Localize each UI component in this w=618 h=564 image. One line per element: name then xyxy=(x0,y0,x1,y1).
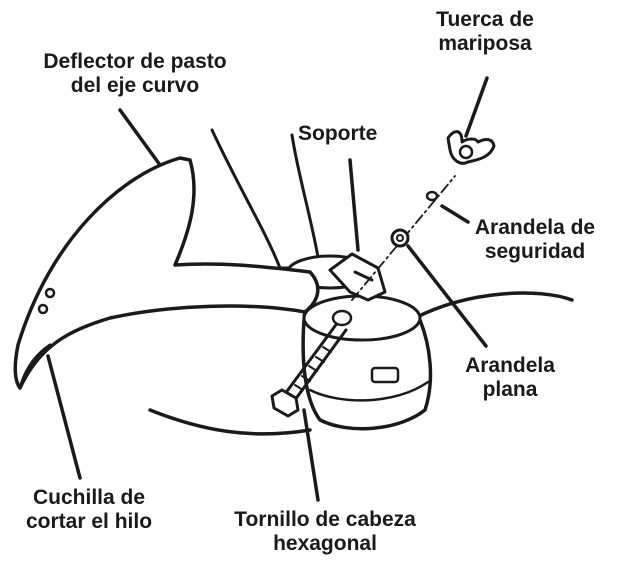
leader-blade xyxy=(46,354,82,480)
wing-nut-boss xyxy=(458,144,474,160)
leader-flat-washer xyxy=(406,244,488,348)
label-bracket: Soporte xyxy=(298,122,378,145)
leader-deflector xyxy=(118,108,162,167)
lock-washer xyxy=(425,190,439,202)
deflector-rivet-2 xyxy=(37,303,49,315)
leader-wing-nut xyxy=(464,76,489,138)
hex-bolt-head xyxy=(270,388,300,418)
deflector-blade-edge xyxy=(18,343,52,390)
flat-washer-hole xyxy=(396,234,404,242)
label-wing-nut: Tuerca de mariposa xyxy=(436,8,534,55)
trimmer-head-top xyxy=(302,294,422,342)
label-deflector: Deflector de pasto del eje curvo xyxy=(43,50,227,97)
trimmer-line-right xyxy=(413,291,574,320)
label-hex-bolt: Tornillo de cabeza hexagonal xyxy=(234,508,416,555)
flat-washer xyxy=(390,228,410,248)
trimmer-head-rim xyxy=(308,380,430,402)
trimmer-line-left xyxy=(148,408,312,436)
leader-lock-washer xyxy=(440,204,470,224)
deflector-rivet-1 xyxy=(44,287,56,299)
deflector-body xyxy=(13,156,320,390)
hex-bolt-shank xyxy=(280,320,348,406)
trimmer-head-tab xyxy=(370,366,400,384)
bracket xyxy=(328,252,387,302)
shaft xyxy=(210,128,322,270)
leader-bracket xyxy=(348,158,360,252)
label-blade: Cuchilla de cortar el hilo xyxy=(25,486,153,533)
label-flat-washer: Arandela plana xyxy=(465,354,555,401)
hex-bolt-thread xyxy=(294,346,332,391)
bolt-collar xyxy=(331,309,353,327)
label-lock-washer: Arandela de seguridad xyxy=(474,216,596,263)
leader-hex-bolt xyxy=(302,408,320,502)
